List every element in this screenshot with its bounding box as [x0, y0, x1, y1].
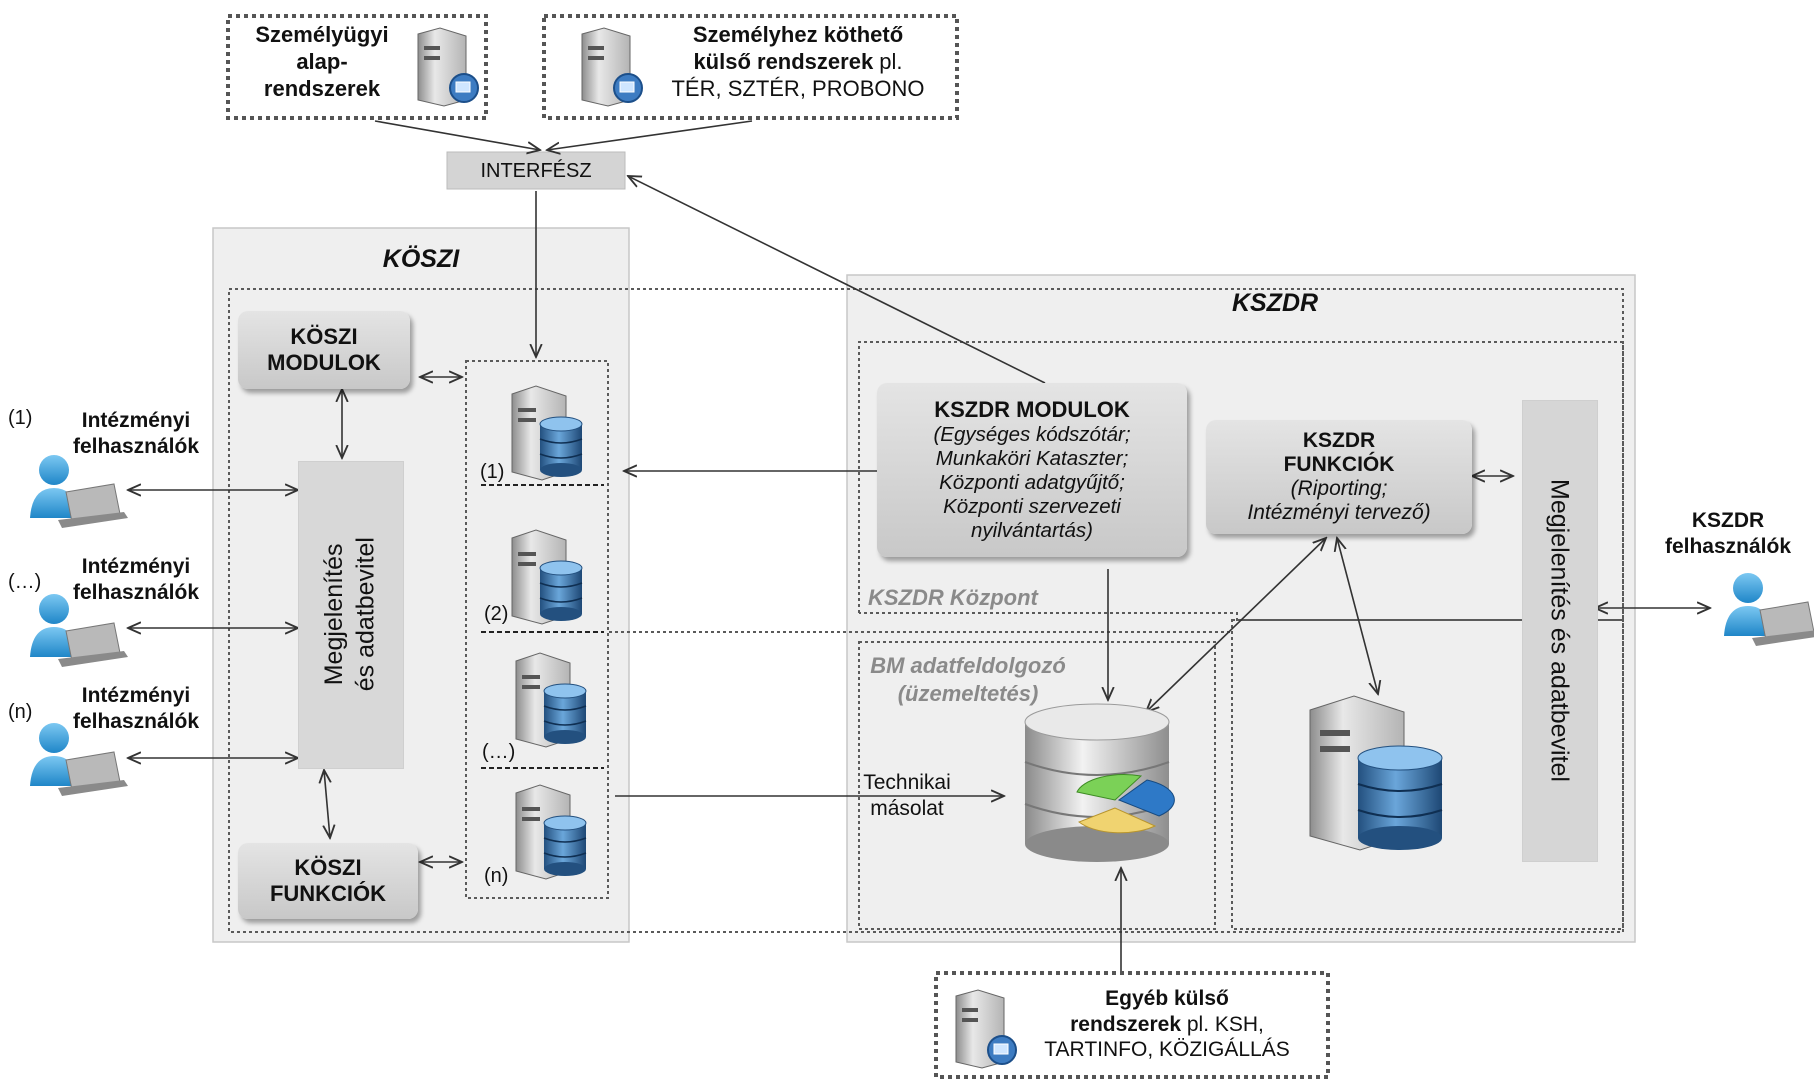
db-label: (…) — [482, 741, 516, 763]
user-index: (1) — [8, 407, 33, 429]
arrow-bigdb-kszdr-functions — [1146, 538, 1326, 712]
kszdr-modules-line: nyilvántartás) — [971, 519, 1093, 542]
ext-bottom-suffix: pl. KSH, — [1181, 1012, 1264, 1036]
koszi-functions-line: FUNKCIÓK — [269, 881, 387, 906]
server-db-icon — [511, 385, 583, 481]
koszi-display-line: és adatbevitel — [351, 536, 379, 692]
db-label: (2) — [484, 603, 509, 625]
koszi-display-label: Megjelenítés és adatbevitel — [298, 461, 402, 767]
user-index: (…) — [8, 571, 42, 593]
server-db-large-icon — [1309, 695, 1443, 851]
ext-right-suffix: pl. — [873, 48, 903, 74]
user-group-label: Intézményi felhasználók — [56, 408, 216, 459]
server-db-icon — [515, 652, 587, 748]
bm-region — [858, 641, 1216, 930]
ext-left-line: Személyügyi — [255, 22, 389, 47]
kszdr-functions-box: KSZDR FUNKCIÓK (Riporting; Intézményi te… — [1206, 420, 1472, 534]
kszdr-modules-box: KSZDR MODULOK (Egységes kódszótár; Munka… — [877, 383, 1187, 557]
user-laptop-icon — [1724, 573, 1814, 646]
ext-right-label: Személyhez köthető külső rendszerek pl. … — [650, 22, 946, 102]
arrow-kszdr-functions-server — [1337, 538, 1378, 694]
user-group-label: Intézményi felhasználók — [56, 683, 216, 734]
kszdr-display-text: Megjelenítés és adatbevitel — [1545, 478, 1574, 782]
ext-left-line: alap- — [296, 48, 348, 74]
kszdr-display-label: Megjelenítés és adatbevitel — [1522, 400, 1596, 860]
ext-left-label: Személyügyi alap- rendszerek — [236, 22, 408, 102]
user-laptop-icon — [30, 594, 128, 667]
kszdr-modules-line: Központi adatgyűjtő; — [939, 471, 1125, 494]
user-group-line: Intézményi — [81, 684, 191, 707]
kszdr-modules-line: (Egységes kódszótár; — [933, 423, 1131, 446]
koszi-db-column — [465, 360, 609, 899]
bm-processor-label: BM adatfeldolgozó (üzemeltetés) — [850, 652, 1086, 707]
user-group-line: Intézményi — [81, 555, 191, 578]
ext-bottom-systems: TARTINFO, KÖZIGÁLLÁS — [1044, 1038, 1290, 1062]
ext-left-line: rendszerek — [263, 75, 381, 101]
arrow-ext-right-interface — [547, 120, 753, 150]
kszdr-modules-line: Központi szervezeti — [943, 495, 1121, 518]
user-group-line: felhasználók — [72, 580, 200, 604]
koszi-modules-line: KÖSZI — [290, 324, 358, 349]
kszdr-users-line: KSZDR — [1691, 509, 1765, 532]
kszdr-functions-line: FUNKCIÓK — [1283, 453, 1395, 476]
kszdr-functions-line: Intézményi tervező) — [1247, 501, 1431, 524]
user-laptop-icon — [30, 723, 128, 796]
koszi-display-line: Megjelenítés — [319, 543, 348, 685]
kszdr-functions-line: (Riporting; — [1290, 477, 1388, 500]
koszi-inner-region — [228, 288, 1624, 933]
kszdr-title: KSZDR — [1231, 289, 1319, 317]
db-label: (1) — [480, 461, 505, 483]
user-group-line: felhasználók — [72, 434, 200, 458]
interface-label: INTERFÉSZ — [480, 160, 592, 182]
tech-copy-label: Technikai másolat — [838, 770, 976, 821]
tech-copy-line: Technikai — [863, 771, 951, 794]
koszi-title: KÖSZI — [382, 245, 460, 273]
kszdr-modules-line: Munkaköri Kataszter; — [935, 447, 1129, 470]
ext-right-systems: TÉR, SZTÉR, PROBONO — [671, 75, 925, 101]
server-icon — [955, 989, 1017, 1069]
ext-right-line: külső rendszerek — [693, 48, 874, 74]
server-icon — [581, 27, 643, 107]
ext-bottom-line: rendszerek — [1070, 1012, 1182, 1036]
user-laptop-icon — [30, 455, 128, 528]
koszi-functions-line: KÖSZI — [294, 855, 362, 880]
bm-line: (üzemeltetés) — [897, 680, 1039, 706]
koszi-modules-line: MODULOK — [267, 350, 381, 375]
arrow-kszdr-modules-interface — [628, 176, 1046, 384]
user-group-line: Intézményi — [81, 409, 191, 432]
arrow-koszi-display-functions — [324, 770, 330, 838]
koszi-modules-box: KÖSZI MODULOK — [238, 311, 410, 389]
kszdr-display-box — [1522, 400, 1598, 862]
kszdr-modules-title: KSZDR MODULOK — [934, 397, 1130, 422]
user-group-line: felhasználók — [72, 709, 200, 733]
koszi-functions-box: KÖSZI FUNKCIÓK — [238, 843, 418, 919]
kszdr-functions-line: KSZDR — [1302, 429, 1376, 452]
db-label: (n) — [484, 865, 509, 887]
kszdr-center-label: KSZDR Központ — [868, 585, 1038, 610]
database-pie-icon — [1024, 703, 1175, 862]
server-db-icon — [511, 529, 583, 625]
ext-bottom-label: Egyéb külső rendszerek pl. KSH, TARTINFO… — [1012, 986, 1322, 1063]
user-index: (n) — [8, 701, 33, 723]
arrow-ext-left-interface — [374, 120, 540, 150]
kszdr-users-label: KSZDR felhasználók — [1648, 508, 1808, 559]
ext-right-line: Személyhez köthető — [692, 22, 904, 47]
ext-bottom-line: Egyéb külső — [1105, 987, 1229, 1010]
tech-copy-line: másolat — [870, 796, 944, 820]
server-db-icon — [515, 784, 587, 880]
server-icon — [417, 27, 479, 107]
kszdr-users-line: felhasználók — [1664, 534, 1792, 558]
bm-line: BM adatfeldolgozó — [870, 653, 1066, 678]
kszdr-display-region — [1231, 619, 1624, 930]
koszi-display-box — [298, 461, 404, 769]
user-group-label: Intézményi felhasználók — [56, 554, 216, 605]
